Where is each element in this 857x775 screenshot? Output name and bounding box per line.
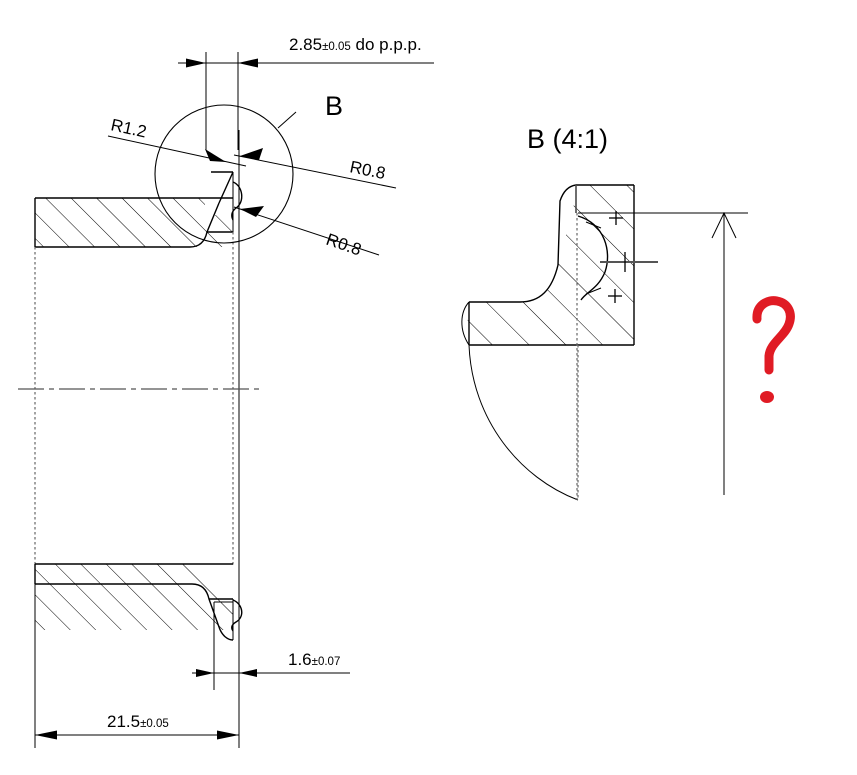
- dim-top-suffix: do p.p.p.: [351, 35, 422, 54]
- dim-top-value: 2.85: [289, 35, 322, 54]
- dim-16-tolerance: ±0.07: [312, 656, 341, 668]
- dim-16-value: 1.6: [288, 650, 312, 669]
- svg-text:21.5±0.05: 21.5±0.05: [107, 712, 169, 731]
- dimension-bottom-21-5: [34, 584, 240, 748]
- dimension-top-label: 2.85±0.05 do p.p.p.: [289, 35, 422, 54]
- detail-groove-profile: [577, 215, 609, 301]
- detail-dimension-line: [578, 211, 748, 495]
- svg-text:1.6±0.07: 1.6±0.07: [288, 650, 340, 669]
- radius-label-r0-8-lower: R0.8: [324, 230, 364, 260]
- dimension-bottom-21-5-label: 21.5±0.05: [107, 712, 169, 731]
- dimension-bottom-1-6-label: 1.6±0.07: [288, 650, 340, 669]
- svg-text:2.85±0.05 do p.p.p.: 2.85±0.05 do p.p.p.: [289, 35, 422, 54]
- dimension-bottom-1-6: [192, 640, 350, 700]
- leader-r0-8-lower: [233, 206, 380, 256]
- detail-view-b: [461, 184, 748, 501]
- detail-circle-b: [154, 104, 297, 244]
- center-mark-middle: [600, 252, 658, 272]
- bottom-wall-section: [34, 563, 234, 641]
- detail-view-title: B (4:1): [527, 124, 608, 154]
- question-mark-annotation: [752, 296, 795, 403]
- detail-section-hatching: [467, 185, 634, 345]
- dim-top-tolerance: ±0.05: [322, 41, 351, 53]
- leader-r0-8-upper: [233, 148, 397, 189]
- main-section-view: [18, 130, 262, 690]
- dimension-top-2-85: [178, 52, 434, 150]
- top-wall-section: [34, 171, 234, 248]
- dim-215-tolerance: ±0.05: [140, 718, 169, 730]
- bottom-wall-hatching: [35, 564, 233, 630]
- dim-215-value: 21.5: [107, 712, 140, 731]
- detail-label-b: B: [325, 91, 343, 121]
- center-mark-lower: [608, 289, 622, 303]
- top-wall-hatching: [35, 198, 233, 247]
- leader-r1-2: [107, 135, 247, 167]
- part-right-edge: [232, 130, 240, 690]
